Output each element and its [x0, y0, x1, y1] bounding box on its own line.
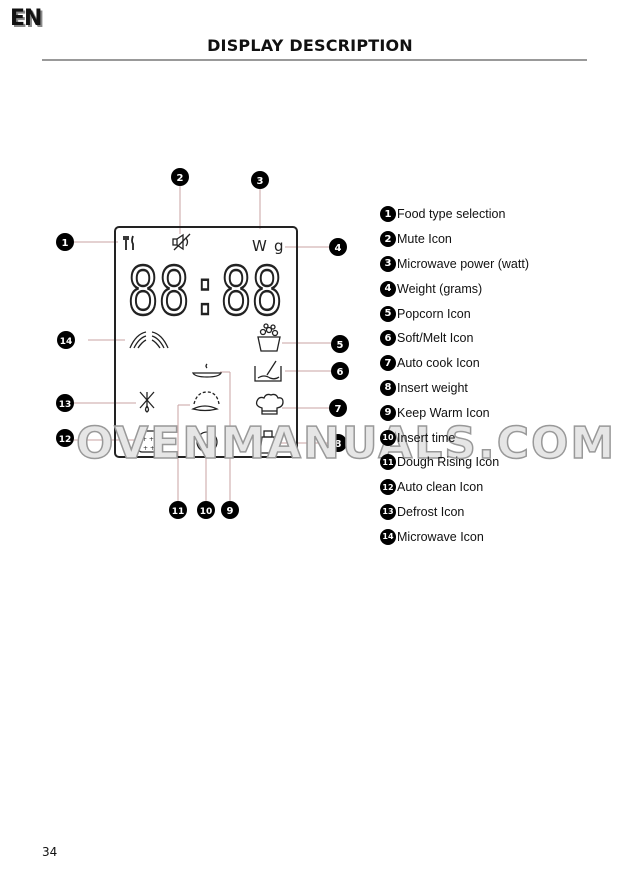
callout-14: 14	[57, 331, 75, 349]
callout-9: 9	[221, 501, 239, 519]
keep-warm-icon	[191, 363, 223, 378]
callout-markers: 1 2 3 4 5 6 7 8 9 10 11 12 13 14	[56, 168, 349, 519]
callout-7: 7	[329, 399, 347, 417]
svg-text:4: 4	[335, 243, 342, 254]
page-title: DISPLAY DESCRIPTION	[207, 36, 413, 55]
watt-unit: W	[252, 237, 267, 255]
svg-text:7: 7	[335, 404, 342, 415]
callout-1: 1	[56, 233, 74, 251]
watermark: OVENMANUALS.COM	[75, 417, 617, 470]
title-rule	[42, 59, 587, 61]
mute-icon	[172, 233, 191, 251]
fork-knife-icon	[123, 235, 134, 250]
callout-6: 6	[331, 362, 349, 380]
auto-clean-icon: + + + +	[137, 430, 160, 453]
svg-text:1: 1	[62, 238, 69, 249]
svg-text:11: 11	[172, 507, 185, 517]
callout-3: 3	[251, 171, 269, 189]
callout-10: 10	[197, 501, 215, 519]
popcorn-icon	[257, 323, 281, 352]
leader-lines	[74, 186, 331, 501]
chef-hat-icon	[255, 393, 284, 415]
defrost-icon	[139, 391, 155, 413]
svg-text:2: 2	[177, 173, 184, 184]
gram-unit: g	[274, 237, 284, 255]
soft-melt-icon	[254, 360, 282, 382]
svg-text:14: 14	[60, 337, 73, 347]
clock-icon	[196, 431, 218, 453]
svg-text:+ +: + +	[143, 445, 155, 452]
callout-8: 8	[329, 434, 347, 452]
svg-text:+ +: + +	[142, 436, 154, 443]
lcd-frame	[114, 226, 298, 458]
callout-11: 11	[169, 501, 187, 519]
svg-text:5: 5	[337, 340, 344, 351]
svg-text:8: 8	[335, 439, 342, 450]
callout-12: 12	[56, 429, 74, 447]
segment-digits: 88:88	[128, 253, 283, 330]
dough-rising-icon	[191, 391, 220, 412]
callout-5: 5	[331, 335, 349, 353]
microwave-icon	[129, 331, 169, 349]
callout-2: 2	[171, 168, 189, 186]
callout-13: 13	[56, 394, 74, 412]
svg-text:12: 12	[59, 435, 72, 445]
weight-icon	[259, 430, 277, 454]
svg-text:10: 10	[200, 507, 213, 517]
page-number: 34	[42, 845, 58, 859]
svg-text:6: 6	[337, 367, 344, 378]
svg-text:3: 3	[257, 176, 264, 187]
callout-4: 4	[329, 238, 347, 256]
svg-text:9: 9	[227, 506, 234, 517]
svg-text:13: 13	[59, 400, 72, 410]
language-badge: EN	[10, 6, 42, 31]
